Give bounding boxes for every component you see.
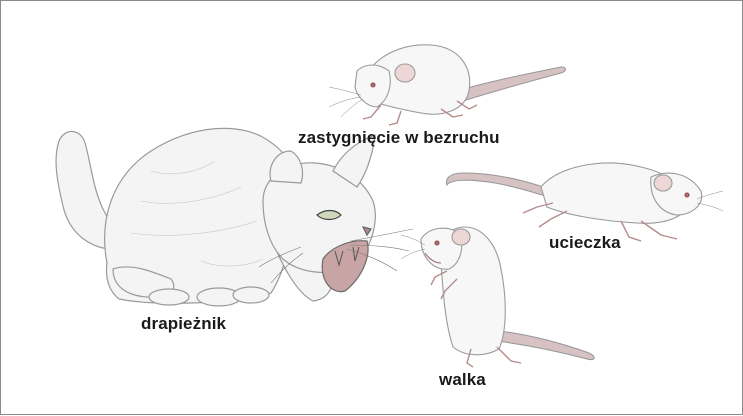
rat-fleeing-ear [654, 175, 672, 191]
rat-fighting-tail [497, 331, 594, 360]
cat-paw-back [149, 289, 189, 305]
rat-fighting-eye [435, 241, 439, 245]
label-predator: drapieżnik [141, 314, 226, 334]
cat-paw-right [233, 287, 269, 303]
rat-freezing-ear [395, 64, 415, 82]
cat-figure [56, 128, 413, 306]
label-freeze: zastygnięcie w bezruchu [298, 128, 500, 148]
rat-freezing-figure [329, 45, 566, 125]
rat-freezing-eye [371, 83, 375, 87]
rat-freezing-tail [457, 67, 566, 101]
rat-fleeing-figure [447, 163, 723, 241]
label-escape: ucieczka [549, 233, 621, 253]
rat-fighting-ear [452, 229, 470, 245]
rat-fleeing-tail [447, 173, 549, 197]
rat-fleeing-eye [685, 193, 689, 197]
label-fight: walka [439, 370, 486, 390]
